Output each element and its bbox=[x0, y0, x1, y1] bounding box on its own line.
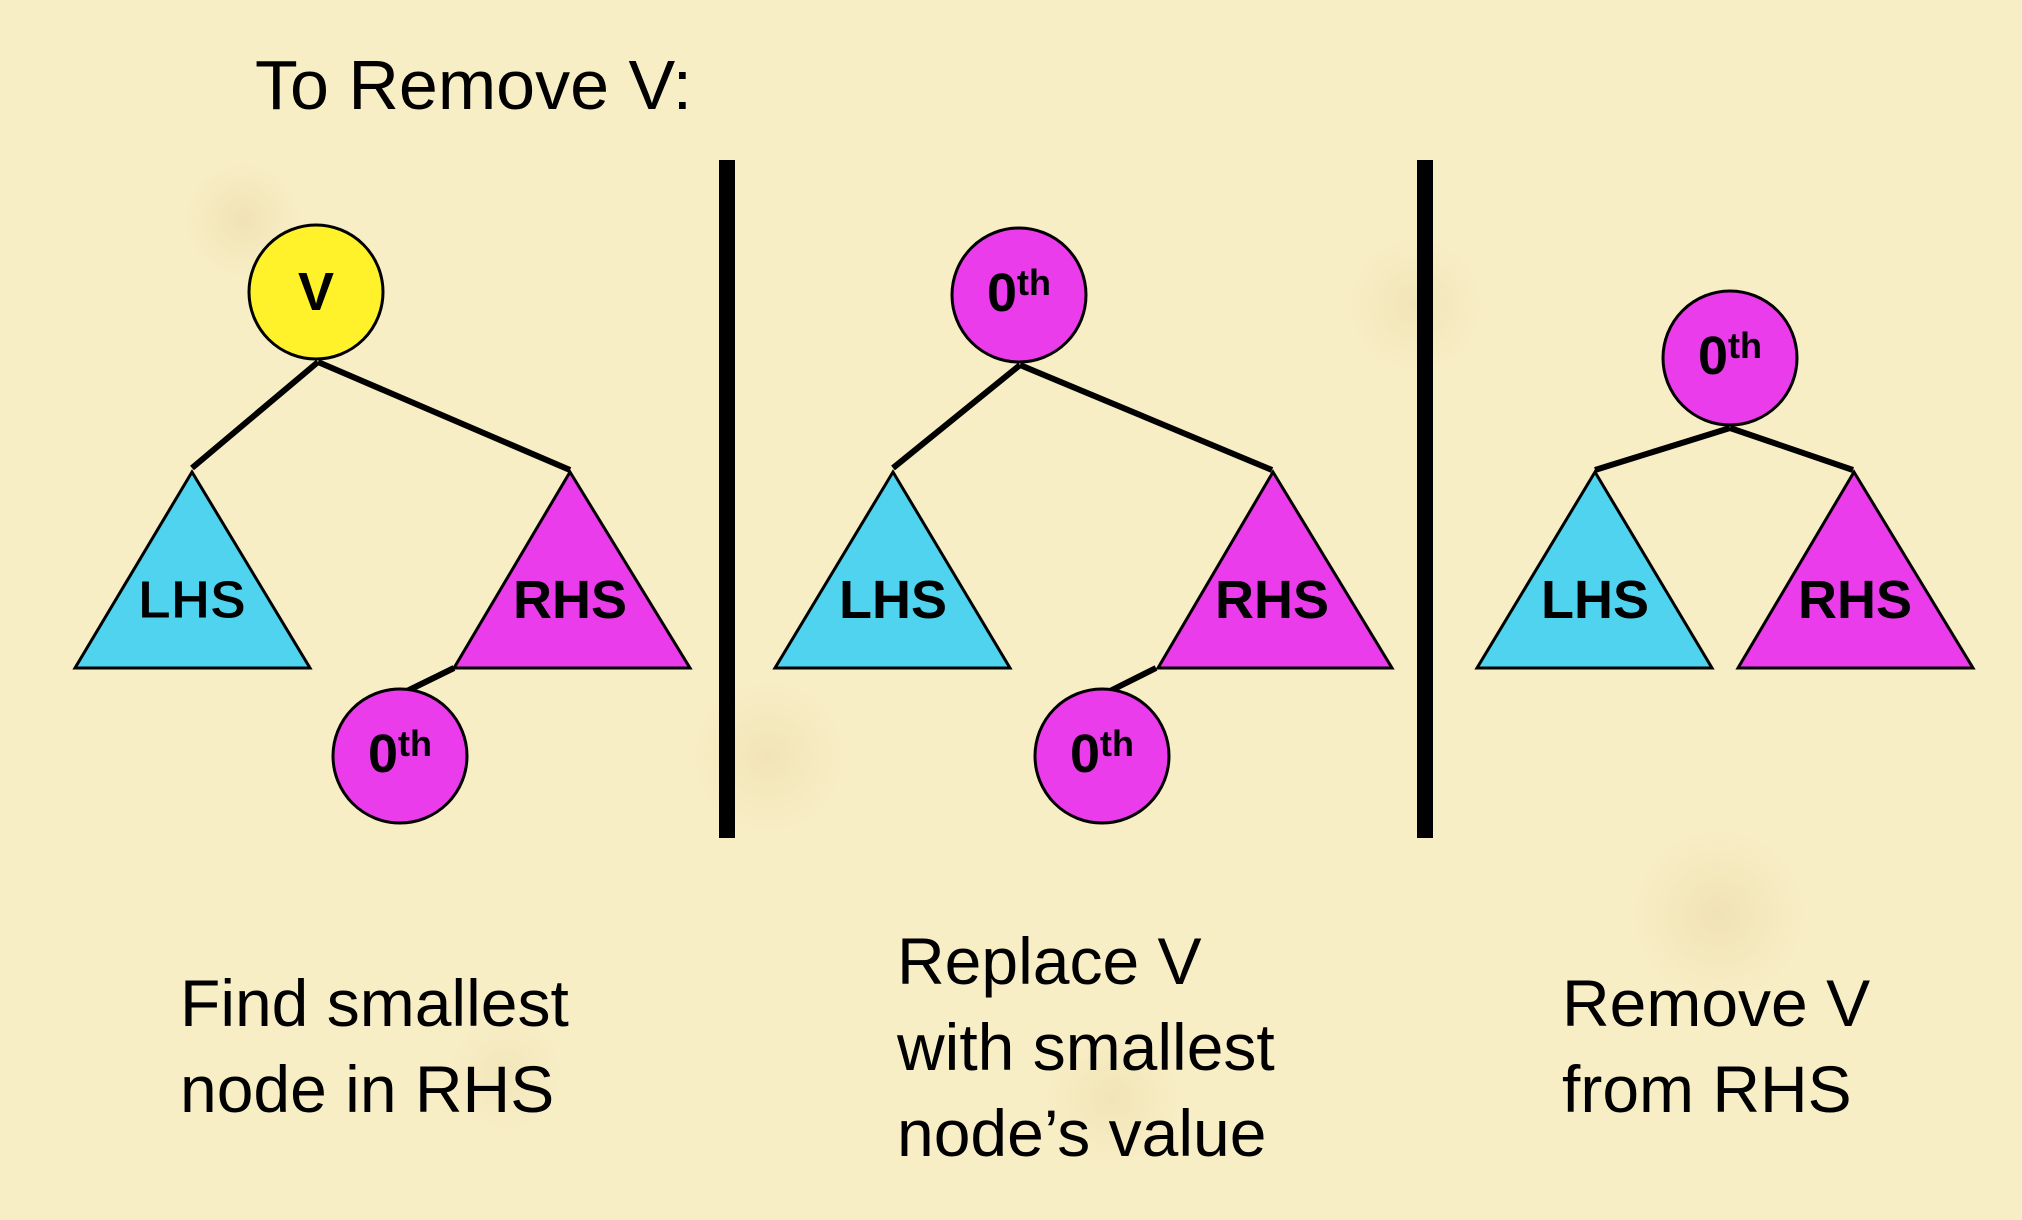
lhs-subtree-label: LHS bbox=[839, 570, 947, 630]
root-node-v bbox=[247, 223, 385, 361]
rhs-subtree-label: RHS bbox=[513, 570, 627, 630]
edge-root-rhs bbox=[1729, 425, 1854, 473]
edge-root-rhs bbox=[316, 359, 572, 473]
caption-line: Find smallest bbox=[180, 966, 569, 1040]
root-node bbox=[1661, 289, 1799, 427]
caption-find-smallest: Find smallest node in RHS bbox=[180, 960, 569, 1132]
edge-root-rhs bbox=[1018, 362, 1274, 473]
rhs-subtree-label: RHS bbox=[1215, 570, 1329, 630]
caption-replace-v: Replace V with smallest node’s value bbox=[897, 918, 1275, 1176]
rhs-subtree-triangle bbox=[1735, 469, 1976, 670]
lhs-subtree-triangle bbox=[772, 469, 1013, 670]
caption-line: with smallest bbox=[897, 1010, 1275, 1084]
caption-remove-v: Remove V from RHS bbox=[1562, 960, 1870, 1132]
rhs-subtree-triangle bbox=[451, 469, 693, 670]
caption-line: from RHS bbox=[1562, 1052, 1852, 1126]
rhs-subtree-triangle bbox=[1155, 469, 1395, 670]
caption-line: Replace V bbox=[897, 924, 1202, 998]
root-node bbox=[950, 226, 1088, 364]
caption-line: node’s value bbox=[897, 1096, 1267, 1170]
lhs-subtree-label: LHS bbox=[1541, 570, 1649, 630]
panel-1-tree: LHS RHS V 0th bbox=[72, 223, 693, 825]
edge-root-lhs bbox=[891, 362, 1022, 471]
rhs-subtree-label: RHS bbox=[1798, 570, 1912, 630]
root-node-label: V bbox=[298, 262, 334, 322]
panel-3-tree: LHS RHS 0th bbox=[1474, 289, 1976, 670]
edge-rhs-min bbox=[1106, 665, 1158, 695]
edge-root-lhs bbox=[1594, 425, 1731, 473]
smallest-node-label: 0th bbox=[368, 723, 432, 784]
lhs-subtree-triangle bbox=[1474, 469, 1715, 670]
caption-line: Remove V bbox=[1562, 966, 1871, 1040]
root-node-label: 0th bbox=[987, 262, 1051, 323]
edge-root-lhs bbox=[190, 359, 320, 471]
smallest-node bbox=[1033, 687, 1171, 825]
smallest-node bbox=[331, 687, 469, 825]
smallest-node-label: 0th bbox=[1070, 723, 1134, 784]
caption-line: node in RHS bbox=[180, 1052, 555, 1126]
page-title: To Remove V: bbox=[255, 46, 693, 124]
lhs-subtree-triangle bbox=[72, 469, 313, 670]
lhs-subtree-label: LHS bbox=[138, 570, 246, 630]
edge-rhs-min bbox=[403, 665, 456, 695]
panel-2-tree: LHS RHS 0th 0th bbox=[772, 226, 1395, 825]
root-node-label: 0th bbox=[1698, 325, 1762, 386]
